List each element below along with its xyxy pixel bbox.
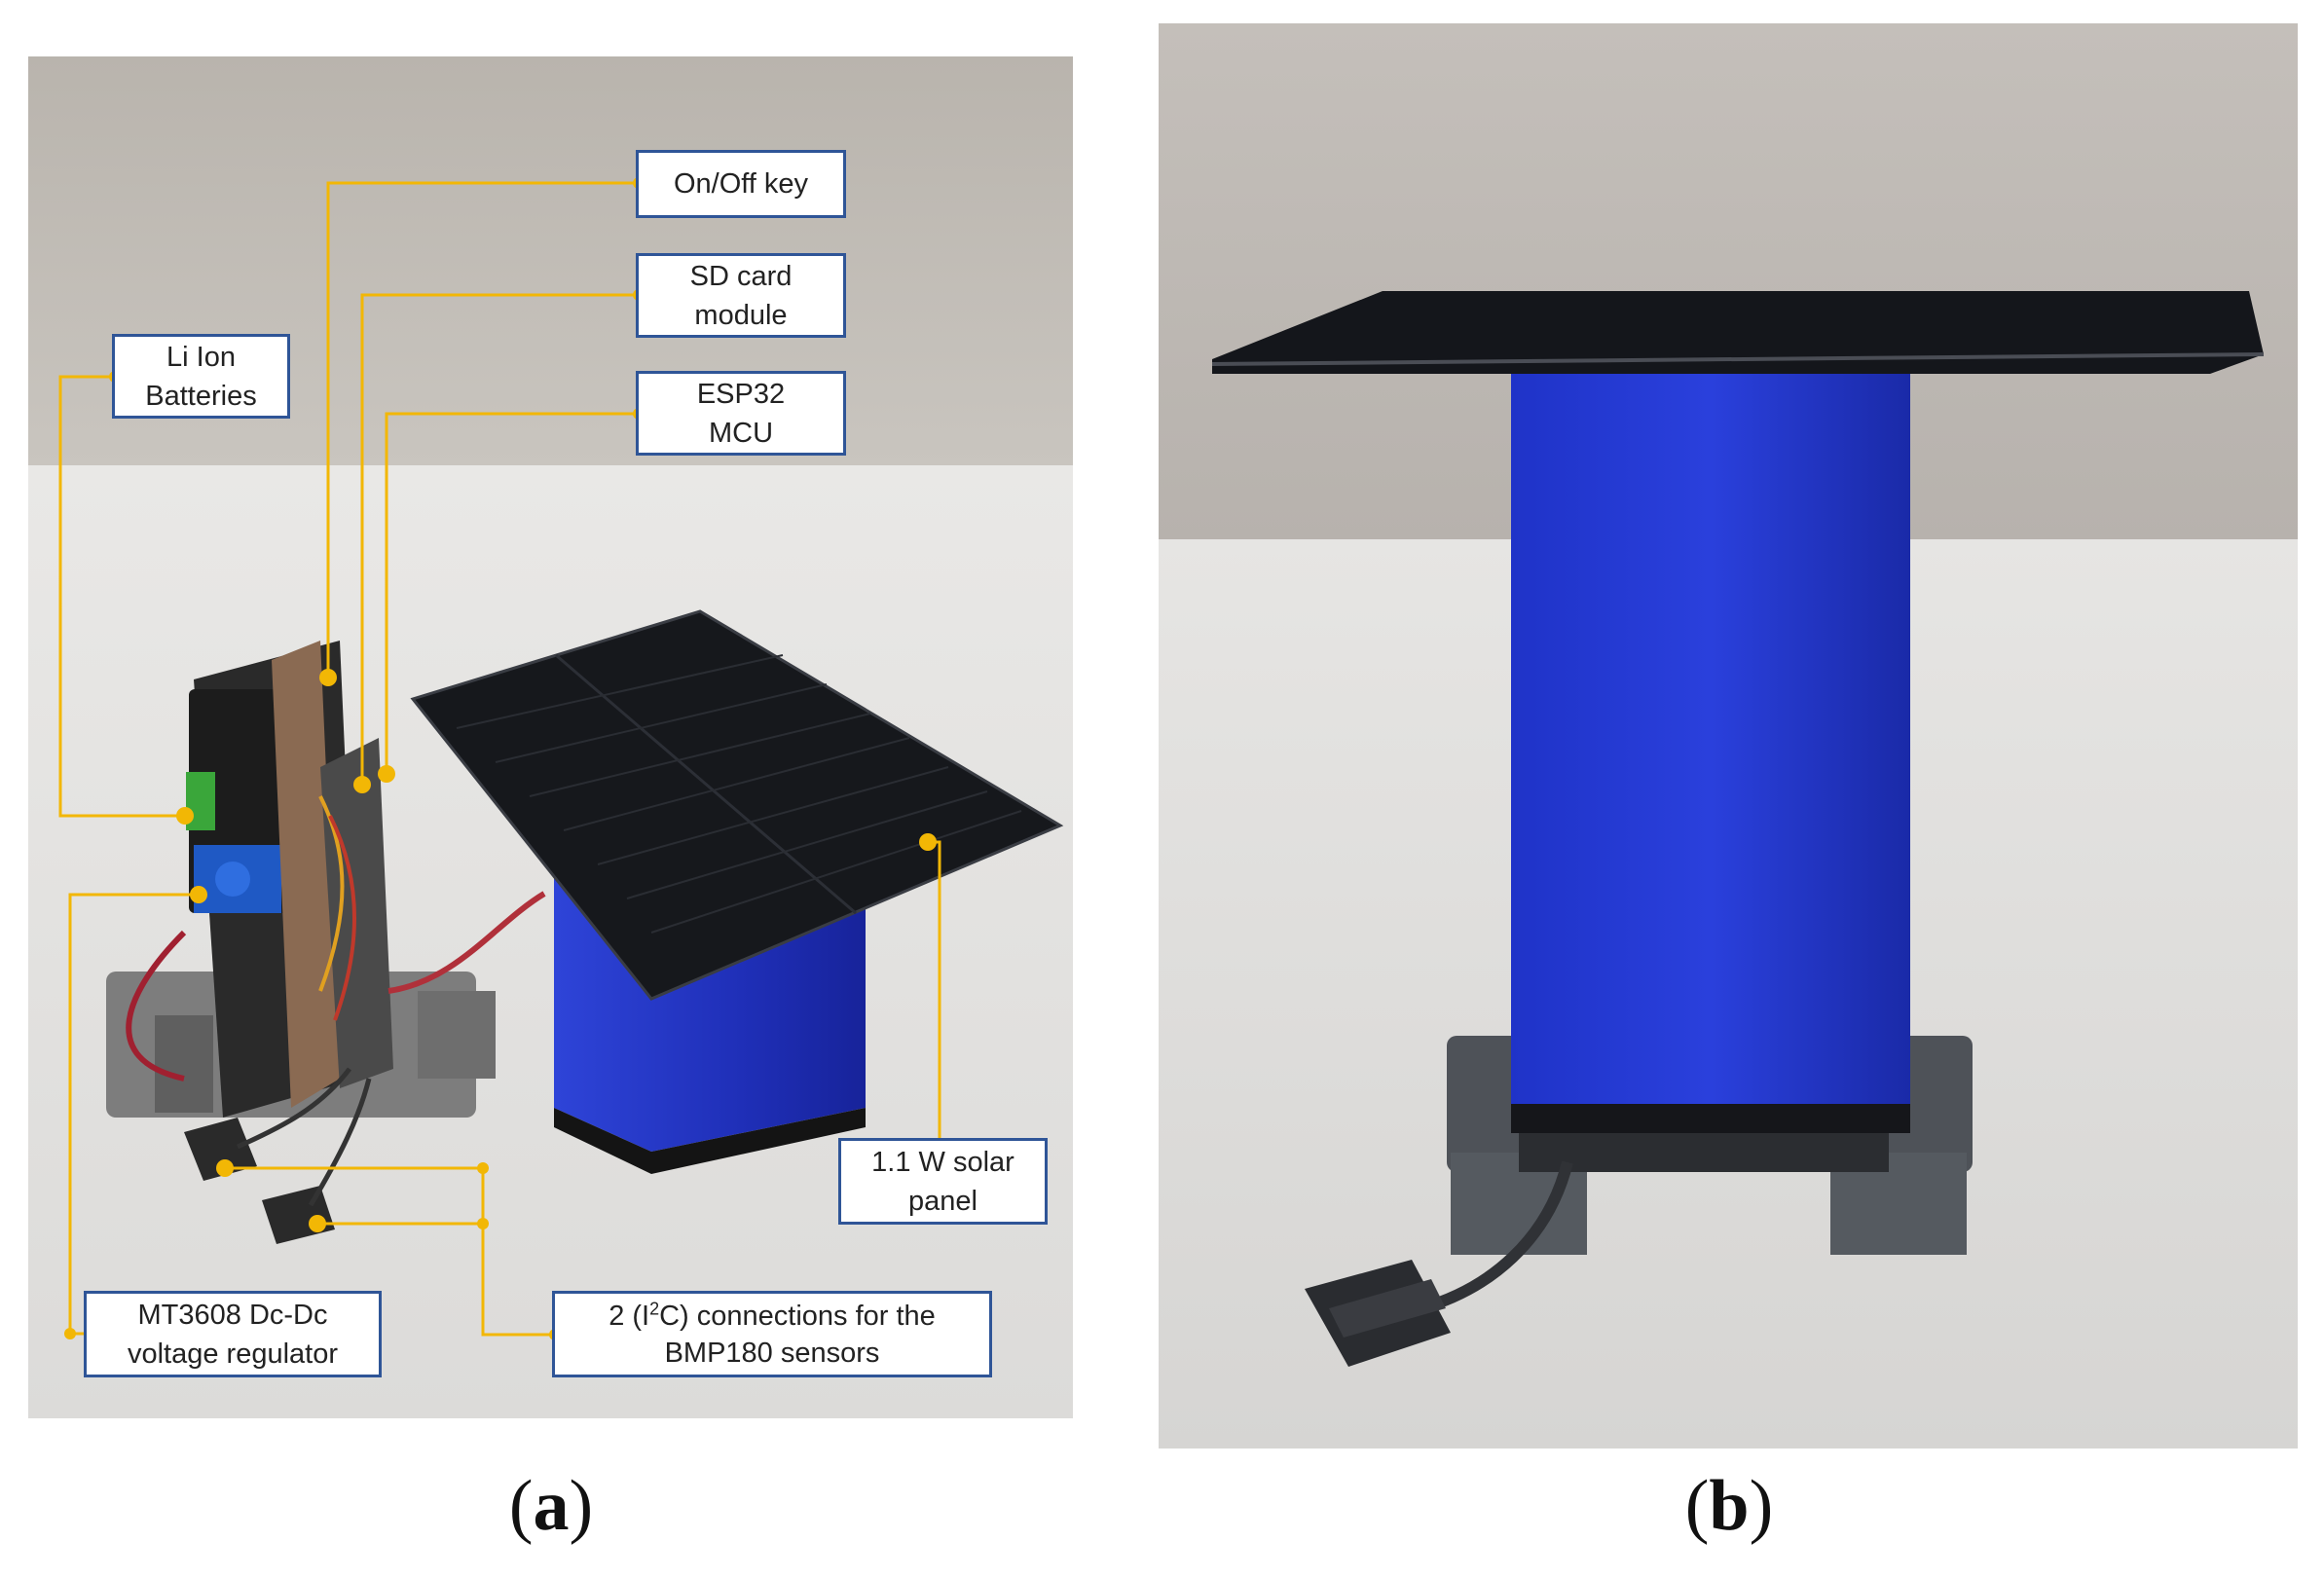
caption-a-text-letter: a — [533, 1466, 570, 1546]
caption-a-text: (a) — [508, 1466, 594, 1546]
label-solar-panel: 1.1 W solar panel — [838, 1138, 1048, 1225]
table — [28, 465, 1073, 1418]
label-li-ion-batteries: Li Ion Batteries — [112, 334, 290, 419]
label-sd-card-module-text: SD card module — [689, 260, 793, 331]
solar-panel — [1211, 291, 2265, 374]
label-i2c-prefix: 2 (I — [609, 1300, 650, 1332]
cable-connector — [1305, 1160, 1573, 1367]
label-esp32-mcu: ESP32 MCU — [636, 371, 846, 456]
label-i2c-suffix: C) connections for the — [659, 1300, 936, 1332]
electronics-stack — [106, 641, 546, 1244]
label-li-ion-batteries-text: Li Ion Batteries — [145, 341, 257, 412]
label-mt3608-regulator: MT3608 Dc-Dc voltage regulator — [84, 1291, 382, 1377]
blue-enclosure — [1511, 364, 1910, 1133]
caption-b-text-letter: b — [1709, 1466, 1750, 1546]
label-sd-card-module: SD card module — [636, 253, 846, 338]
label-i2c-connections: 2 (I2C) connections for the BMP180 senso… — [552, 1291, 992, 1377]
caption-a: (a) — [454, 1465, 648, 1548]
label-on-off-key-text: On/Off key — [673, 168, 809, 200]
label-mt3608-regulator-text: MT3608 Dc-Dc voltage regulator — [127, 1299, 339, 1370]
label-solar-panel-text: 1.1 W solar panel — [871, 1146, 1014, 1217]
label-on-off-key: On/Off key — [636, 150, 846, 218]
label-i2c-superscript: 2 — [649, 1298, 660, 1318]
photo-a-sensor-assembly — [28, 56, 1073, 1418]
photo-b-standalone-sensor — [1159, 23, 2298, 1449]
label-esp32-mcu-text: ESP32 MCU — [696, 378, 786, 449]
caption-b: (b) — [1632, 1465, 1826, 1548]
label-i2c-line1: 2 (I2C) connections for the — [609, 1298, 936, 1335]
label-i2c-line2: BMP180 sensors — [664, 1337, 880, 1369]
caption-b-text: (b) — [1684, 1466, 1774, 1546]
